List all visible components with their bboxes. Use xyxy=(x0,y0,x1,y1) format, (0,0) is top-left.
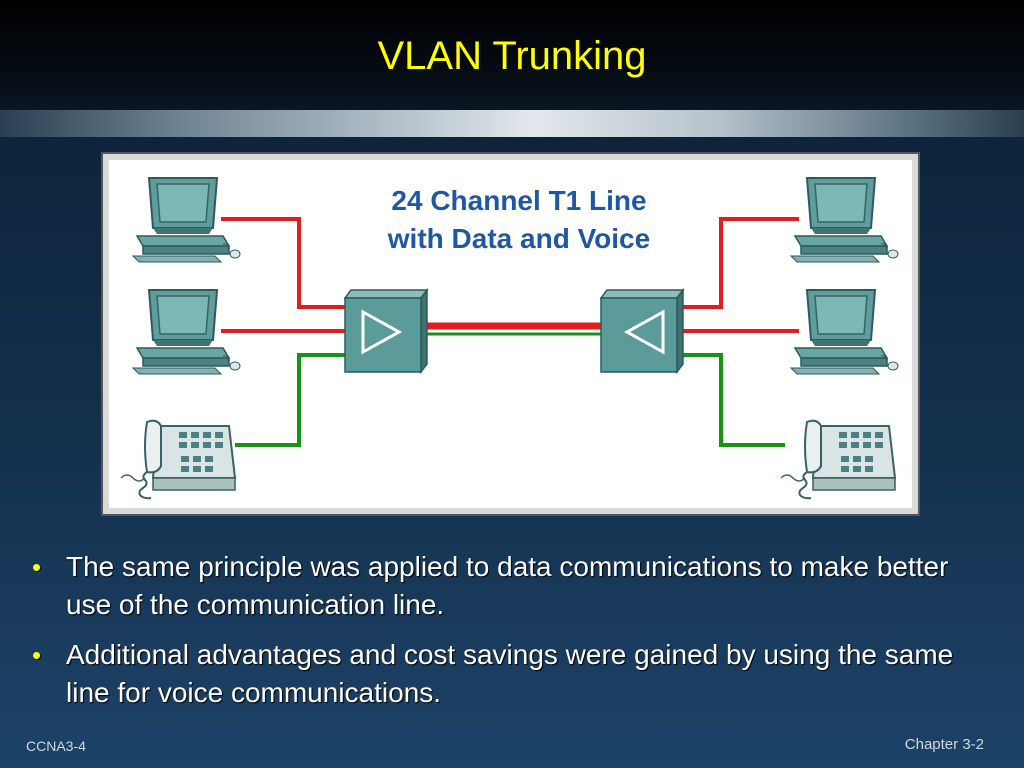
diagram-label: 24 Channel T1 Line with Data and Voice xyxy=(349,182,689,258)
bullet-item: • The same principle was applied to data… xyxy=(28,548,988,624)
title-divider-bar xyxy=(0,110,1024,137)
desk-phone-icon xyxy=(120,419,236,500)
multiplexer-icon xyxy=(344,289,428,373)
diagram-label-line-1: 24 Channel T1 Line xyxy=(391,185,647,216)
desktop-computer-icon xyxy=(790,289,899,375)
right-voice-link xyxy=(676,353,785,447)
title-header: VLAN Trunking xyxy=(0,0,1024,110)
multiplexer-icon xyxy=(600,289,684,373)
network-diagram xyxy=(120,177,899,500)
desk-phone-icon xyxy=(780,419,896,500)
bullet-dot-icon: • xyxy=(32,552,42,582)
footer-course-label: CCNA3-4 xyxy=(26,738,86,754)
diagram-frame: 24 Channel T1 Line with Data and Voice xyxy=(101,152,920,516)
bullet-item: • Additional advantages and cost savings… xyxy=(28,636,988,712)
left-voice-link xyxy=(235,353,345,447)
desktop-computer-icon xyxy=(790,177,899,263)
bullet-list: • The same principle was applied to data… xyxy=(28,548,988,724)
right-data-link-1 xyxy=(676,217,799,309)
bullet-text: The same principle was applied to data c… xyxy=(66,551,949,620)
bullet-text: Additional advantages and cost savings w… xyxy=(66,639,954,708)
footer-chapter-label: Chapter 3-2 xyxy=(904,736,984,753)
slide-title: VLAN Trunking xyxy=(377,34,647,78)
diagram-label-line-2: with Data and Voice xyxy=(387,223,651,254)
bullet-dot-icon: • xyxy=(32,640,42,670)
left-data-link-1 xyxy=(221,217,345,309)
